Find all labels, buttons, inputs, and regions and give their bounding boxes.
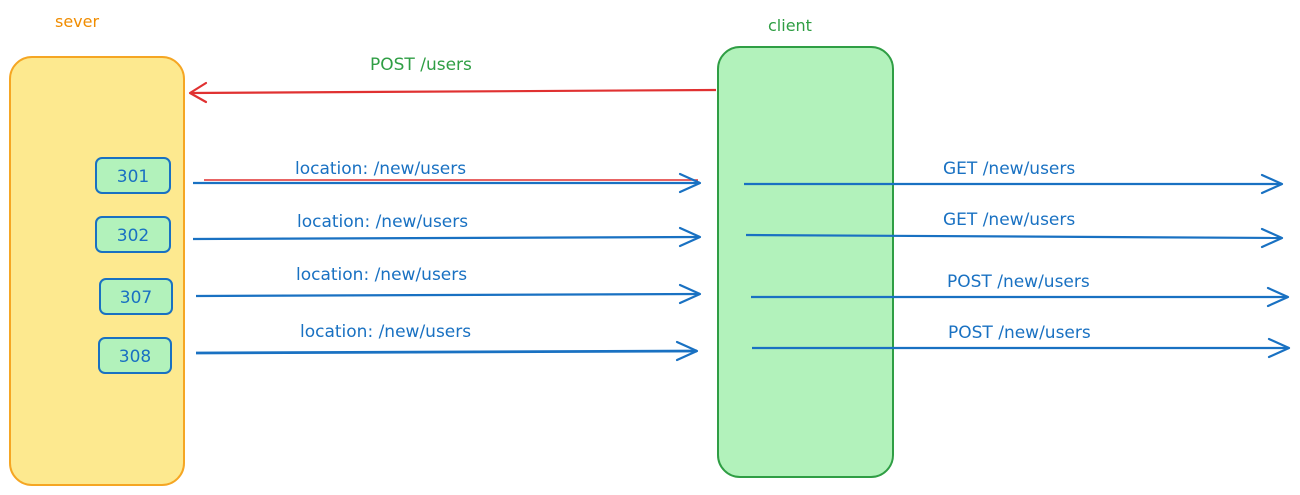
- follow-arrowhead: [1267, 337, 1291, 359]
- status-code-label: 301: [117, 167, 149, 187]
- client-box: [717, 46, 894, 478]
- follow-request-label: GET /new/users: [943, 159, 1075, 179]
- location-header-label: location: /new/users: [295, 159, 466, 179]
- follow-request-arrow: [745, 233, 1283, 240]
- location-response-arrow: [192, 235, 701, 241]
- server-box: [9, 56, 185, 486]
- server-label: sever: [55, 12, 99, 31]
- location-arrowhead: [678, 226, 702, 248]
- status-code-box: [98, 337, 172, 374]
- status-code-box: [99, 278, 173, 315]
- status-code-box: [95, 216, 171, 253]
- redirect-row-307: 307 location: /new/users POST /new/users: [99, 265, 1290, 315]
- client-label: client: [768, 16, 812, 35]
- location-header-label: location: /new/users: [300, 322, 471, 342]
- follow-request-label: POST /new/users: [947, 272, 1090, 292]
- follow-request-label: GET /new/users: [943, 210, 1075, 230]
- location-response-arrow: [195, 349, 698, 355]
- follow-arrowhead: [1260, 173, 1284, 195]
- redirect-row-301: 301 location: /new/users GET /new/users: [95, 157, 1284, 195]
- status-code-label: 307: [120, 288, 152, 308]
- redirect-row-308: 308 location: /new/users POST /new/users: [98, 322, 1291, 374]
- location-arrowhead: [678, 283, 702, 305]
- location-arrowhead: [675, 340, 699, 362]
- follow-arrowhead: [1266, 286, 1290, 308]
- follow-arrowhead: [1260, 227, 1284, 249]
- redirect-row-302: 302 location: /new/users GET /new/users: [95, 210, 1284, 253]
- request-arrow: [188, 81, 717, 104]
- follow-request-label: POST /new/users: [948, 323, 1091, 343]
- location-response-arrow: [195, 292, 701, 298]
- location-arrowhead: [678, 172, 702, 194]
- status-code-label: 308: [119, 347, 151, 367]
- status-code-label: 302: [117, 226, 149, 246]
- location-header-label: location: /new/users: [297, 212, 468, 232]
- location-header-label: location: /new/users: [296, 265, 467, 285]
- status-code-box: [95, 157, 171, 194]
- request-label: POST /users: [370, 55, 472, 75]
